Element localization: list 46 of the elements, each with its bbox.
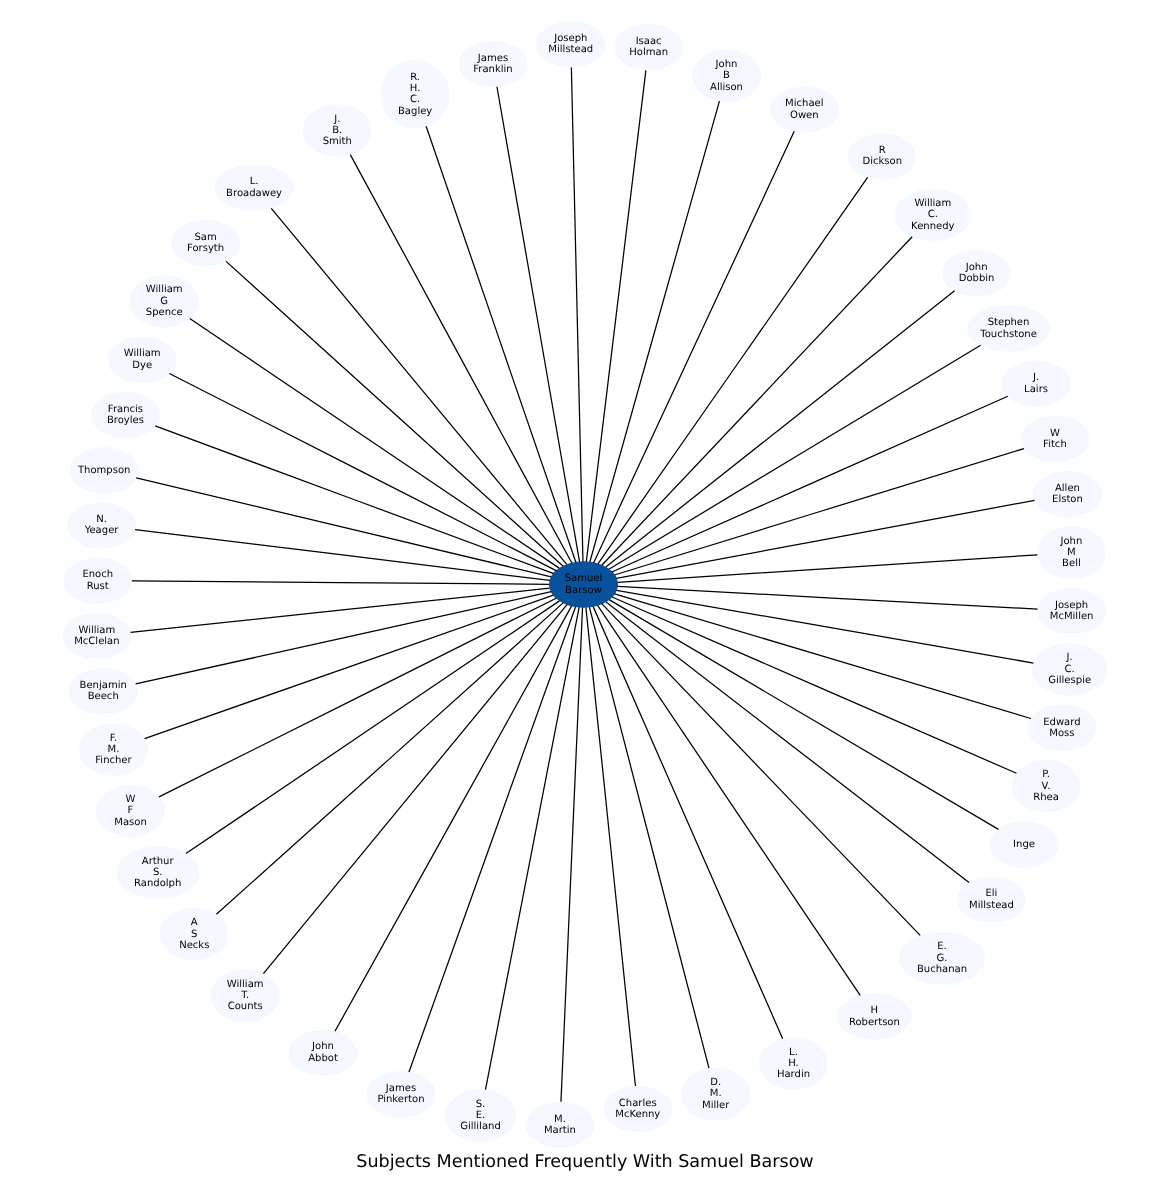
connector <box>483 606 579 1091</box>
connector <box>588 100 720 563</box>
connector <box>614 499 1035 580</box>
connector <box>214 602 563 915</box>
connector <box>153 425 554 575</box>
connector <box>584 606 636 1087</box>
connector <box>596 176 868 565</box>
connector <box>559 606 583 1103</box>
connector <box>600 236 912 566</box>
connector <box>157 597 556 798</box>
connector <box>424 125 576 563</box>
connector <box>184 600 560 855</box>
connector <box>407 606 576 1073</box>
connector <box>615 585 1038 610</box>
connector <box>495 86 580 563</box>
connector <box>167 372 557 572</box>
connector <box>224 260 563 567</box>
connector <box>600 602 920 937</box>
connector <box>612 593 1031 720</box>
connector <box>612 447 1024 576</box>
connector <box>584 69 646 563</box>
connector <box>142 594 554 740</box>
connector <box>595 604 860 997</box>
connector <box>615 554 1038 583</box>
connector <box>591 605 783 1040</box>
connector <box>134 591 551 685</box>
connector <box>587 606 709 1069</box>
connector <box>134 477 551 578</box>
connector <box>188 317 559 569</box>
connector <box>133 528 550 582</box>
connector <box>130 580 549 585</box>
connector <box>348 153 572 564</box>
connector <box>591 130 794 564</box>
connector <box>604 601 969 884</box>
diagram-title: Subjects Mentioned Frequently With Samuel Barsow <box>355 1152 813 1173</box>
connector <box>569 66 583 563</box>
connector <box>607 344 981 570</box>
connector <box>261 603 567 975</box>
connector <box>128 587 550 633</box>
connector <box>614 589 1033 664</box>
connector <box>604 290 955 568</box>
connector <box>610 395 1008 573</box>
connector <box>269 207 567 565</box>
connector <box>610 596 1017 774</box>
connector <box>607 599 999 830</box>
connector <box>333 605 572 1032</box>
